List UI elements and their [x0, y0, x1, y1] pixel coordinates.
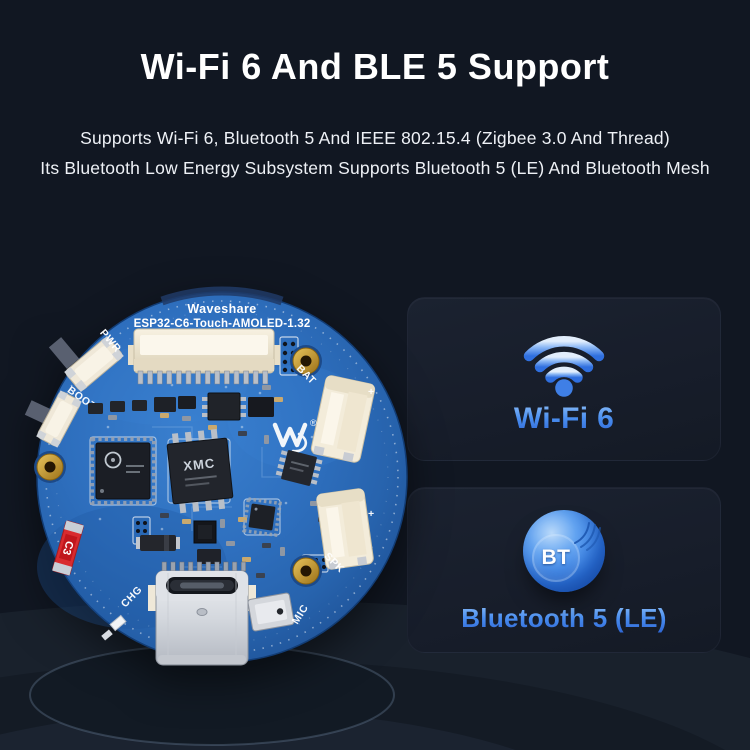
c3-component: C3	[52, 520, 84, 576]
spk-plus-mark: +	[368, 508, 375, 520]
wifi-feature-card: Wi-Fi 6	[407, 297, 721, 461]
display-fpc-connector	[128, 328, 280, 385]
bt-badge-text: BT	[541, 546, 571, 569]
speaker-connector	[316, 488, 374, 570]
c3-marking: C3	[60, 539, 75, 556]
mounting-hole	[290, 555, 322, 587]
wifi-feature-label: Wi-Fi 6	[408, 402, 720, 436]
subtitle-line-1: Supports Wi-Fi 6, Bluetooth 5 And IEEE 8…	[80, 128, 670, 148]
diode	[136, 535, 180, 551]
sot23-transistors	[88, 400, 147, 414]
battery-connector	[310, 375, 376, 463]
bluetooth-feature-label: Bluetooth 5 (LE)	[408, 603, 720, 634]
wifi-icon	[512, 318, 616, 400]
page-title: Wi-Fi 6 And BLE 5 Support	[140, 46, 610, 87]
boot-button	[36, 390, 82, 448]
small-ic	[197, 549, 221, 564]
bat-plus-mark: +	[368, 386, 375, 398]
bluetooth-icon: BT	[523, 510, 605, 592]
bluetooth-signal-waves-icon	[574, 522, 601, 551]
subtitle-line-2: Its Bluetooth Low Energy Subsystem Suppo…	[40, 158, 710, 178]
registered-mark: ®	[310, 418, 317, 428]
pwr-button	[64, 336, 124, 392]
flash-chip-marking: XMC	[183, 455, 216, 473]
esp32-c6-chip	[90, 437, 156, 505]
charge-led	[109, 614, 127, 632]
microphone	[247, 592, 295, 632]
board-brand-text: Waveshare	[187, 302, 256, 316]
small-ic	[154, 392, 274, 421]
qfn-chip	[241, 496, 283, 538]
waveshare-logo-icon: ®	[272, 418, 317, 453]
mounting-hole	[34, 451, 66, 483]
flash-chip: XMC	[166, 429, 234, 514]
usb-c-port	[148, 561, 256, 666]
mounting-hole	[290, 345, 322, 377]
soic8-chip	[275, 450, 323, 486]
pcb-board-image: Waveshare ESP32-C6-Touch-AMOLED-1.32 P	[24, 286, 408, 666]
bluetooth-feature-card: BT Bluetooth 5 (LE)	[407, 487, 721, 653]
board-model-text: ESP32-C6-Touch-AMOLED-1.32	[134, 318, 311, 330]
